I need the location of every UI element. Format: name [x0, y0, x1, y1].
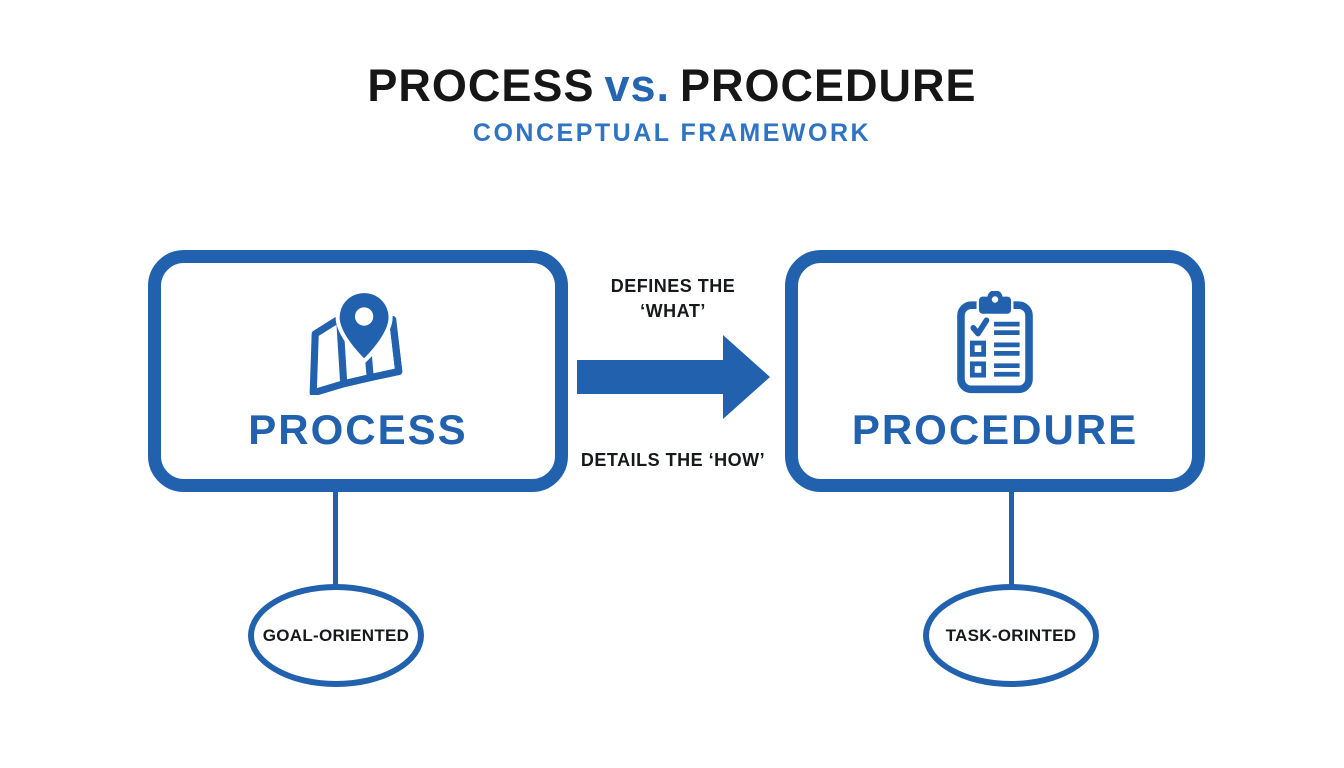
- clipboard-checklist-icon: [957, 291, 1033, 394]
- procedure-label: PROCEDURE: [851, 406, 1139, 453]
- map-location-pin-icon: [309, 291, 403, 395]
- goal-oriented-ellipse: GOAL-ORIENTED: [248, 584, 424, 687]
- right-arrow-icon: [577, 335, 770, 419]
- task-oriented-ellipse: TASK-ORINTED: [923, 584, 1099, 687]
- defines-the-what-label: DEFINES THE ‘WHAT’: [575, 274, 771, 324]
- task-oriented-label: TASK-ORINTED: [945, 625, 1077, 645]
- title-word-process: PROCESS: [367, 60, 595, 111]
- process-connector-line: [333, 488, 338, 587]
- goal-oriented-label: GOAL-ORIENTED: [262, 625, 410, 645]
- defines-the-line: DEFINES THE: [610, 276, 736, 296]
- title-word-procedure: PROCEDURE: [680, 60, 977, 111]
- process-box: PROCESS: [148, 250, 568, 492]
- procedure-box: PROCEDURE: [785, 250, 1205, 492]
- page-subtitle: CONCEPTUAL FRAMEWORK: [472, 119, 872, 147]
- process-label: PROCESS: [248, 406, 468, 453]
- details-the-how-label: DETAILS THE ‘HOW’: [580, 450, 766, 470]
- title-vs: vs.: [604, 60, 671, 111]
- what-line: ‘WHAT’: [640, 301, 706, 321]
- procedure-connector-line: [1009, 488, 1014, 587]
